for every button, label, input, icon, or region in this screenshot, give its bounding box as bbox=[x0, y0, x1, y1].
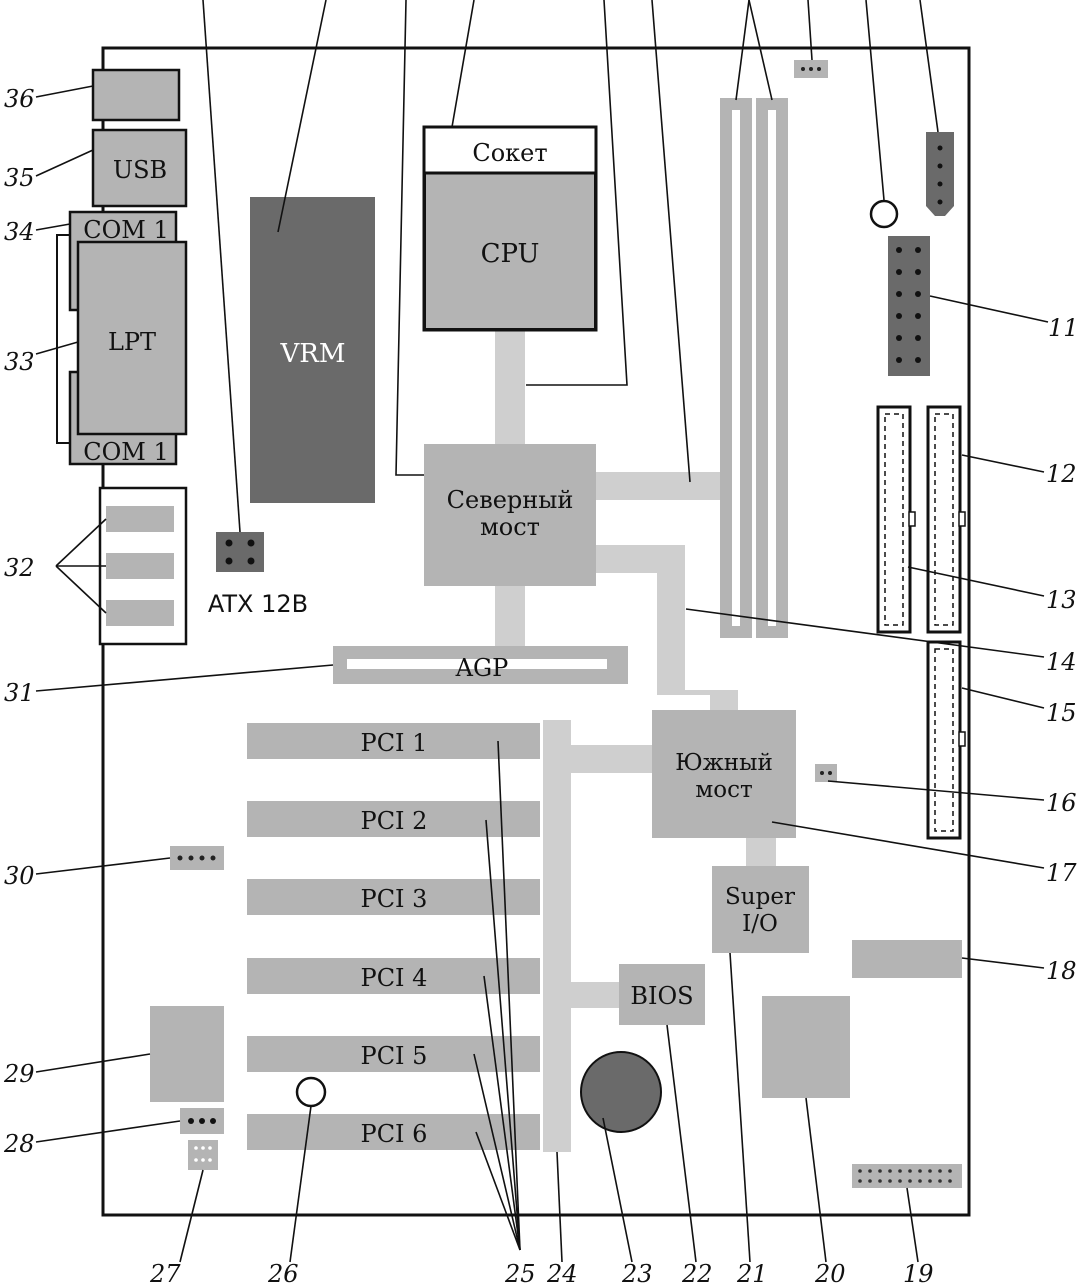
pci-label-3: PCI 3 bbox=[361, 885, 428, 913]
callout-31: 31 bbox=[4, 679, 35, 707]
floppy-connector-15 bbox=[926, 640, 966, 840]
callout-13: 13 bbox=[1046, 586, 1077, 614]
lpt-port bbox=[76, 240, 188, 436]
callout-33: 33 bbox=[4, 348, 35, 376]
south-bridge-label-2: мост bbox=[695, 777, 752, 803]
pci-slot-5 bbox=[247, 1036, 540, 1072]
callout-20: 20 bbox=[814, 1260, 846, 1286]
bus-cpu-north bbox=[495, 330, 525, 448]
ide-connector-12 bbox=[926, 405, 966, 634]
super-io bbox=[712, 866, 809, 953]
super-io-label-2: I/O bbox=[742, 911, 778, 937]
callout-25: 25 bbox=[504, 1260, 536, 1286]
atx12v-label: ATX 12В bbox=[208, 590, 308, 618]
callout-23: 23 bbox=[621, 1260, 653, 1286]
agp-label: AGP bbox=[455, 654, 509, 682]
callout-17: 17 bbox=[1046, 859, 1077, 887]
ram-slot-1 bbox=[720, 98, 752, 638]
vrm-label: VRM bbox=[280, 339, 346, 369]
pci-label-6: PCI 6 bbox=[361, 1120, 428, 1148]
pci-slot-6 bbox=[247, 1114, 540, 1150]
mounting-hole-top bbox=[869, 199, 899, 229]
com1-label-top: COM 1 bbox=[83, 216, 169, 244]
bus-north-south bbox=[594, 545, 738, 712]
port-36 bbox=[91, 68, 181, 122]
callout-36: 36 bbox=[4, 85, 35, 113]
callout-30: 30 bbox=[4, 862, 35, 890]
usb-port bbox=[91, 128, 188, 208]
callout-15: 15 bbox=[1046, 699, 1077, 727]
vrm bbox=[250, 197, 375, 503]
bios-label: BIOS bbox=[630, 982, 693, 1010]
bus-north-agp bbox=[495, 584, 525, 649]
callout-32: 32 bbox=[4, 554, 35, 582]
callout-21: 21 bbox=[736, 1260, 768, 1286]
pci-slot-2 bbox=[247, 801, 540, 837]
fan-header-top bbox=[794, 60, 828, 78]
callout-29: 29 bbox=[3, 1060, 35, 1088]
chip-20 bbox=[762, 996, 850, 1098]
callout-24: 24 bbox=[546, 1260, 578, 1286]
audio-jacks bbox=[98, 486, 188, 646]
header-30 bbox=[170, 846, 224, 870]
cpu bbox=[424, 172, 596, 330]
jumper-16 bbox=[815, 764, 837, 782]
atx12v-connector bbox=[216, 532, 264, 572]
ide-connector-13 bbox=[876, 405, 916, 634]
south-bridge bbox=[652, 710, 796, 838]
north-bridge-label-2: мост bbox=[480, 513, 540, 541]
lpt-label: LPT bbox=[108, 328, 156, 356]
pci-slot-1 bbox=[247, 723, 540, 759]
aux-power-connector bbox=[926, 132, 954, 216]
header-28 bbox=[180, 1108, 224, 1134]
south-bridge-label-1: Южный bbox=[675, 750, 773, 776]
callout-19: 19 bbox=[903, 1260, 934, 1286]
pci-label-4: PCI 4 bbox=[361, 964, 428, 992]
front-panel-header-19 bbox=[852, 1164, 962, 1188]
atx-power-connector bbox=[888, 236, 930, 376]
callout-numbers: 11 12 13 14 15 16 17 18 19 20 21 22 23 2… bbox=[3, 85, 1078, 1286]
bus-north-ram bbox=[594, 472, 720, 500]
bus-pci-bios bbox=[571, 982, 621, 1008]
callout-26: 26 bbox=[267, 1260, 299, 1286]
usb-label: USB bbox=[113, 156, 167, 184]
north-bridge-label-1: Северный bbox=[447, 486, 574, 514]
north-bridge bbox=[424, 444, 596, 586]
callout-14: 14 bbox=[1046, 648, 1077, 676]
leader-lines bbox=[35, 0, 1049, 1263]
callout-18: 18 bbox=[1046, 957, 1077, 985]
header-27 bbox=[188, 1140, 218, 1170]
chip-18 bbox=[852, 940, 962, 978]
callout-12: 12 bbox=[1046, 460, 1077, 488]
super-io-label-1: Super bbox=[725, 884, 795, 910]
com1-label-bottom: COM 1 bbox=[83, 438, 169, 466]
pci-label-1: PCI 1 bbox=[361, 729, 428, 757]
cmos-battery bbox=[580, 1051, 662, 1133]
callout-28: 28 bbox=[3, 1130, 35, 1158]
pci-slot-4 bbox=[247, 958, 540, 994]
bus-pci-vertical bbox=[543, 720, 571, 1152]
bus-pci-south bbox=[571, 745, 653, 773]
callout-22: 22 bbox=[681, 1260, 713, 1286]
callout-34: 34 bbox=[4, 218, 35, 246]
callout-11: 11 bbox=[1048, 314, 1078, 342]
socket-label: Сокет bbox=[472, 139, 547, 167]
mounting-hole-bottom bbox=[295, 1076, 327, 1108]
pci-label-5: PCI 5 bbox=[361, 1042, 428, 1070]
cpu-label: CPU bbox=[481, 239, 540, 269]
ram-slot-2 bbox=[756, 98, 788, 638]
callout-27: 27 bbox=[149, 1260, 181, 1286]
pci-label-2: PCI 2 bbox=[361, 807, 428, 835]
chip-29 bbox=[150, 1006, 224, 1102]
callout-35: 35 bbox=[4, 164, 35, 192]
bus-south-superio bbox=[746, 838, 776, 868]
callout-16: 16 bbox=[1046, 789, 1077, 817]
bios-chip bbox=[619, 964, 705, 1025]
